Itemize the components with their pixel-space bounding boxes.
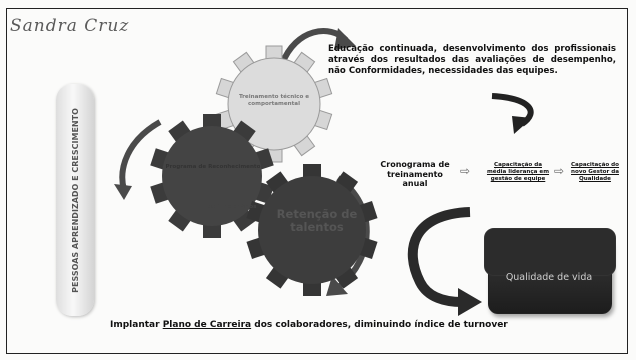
slide-frame [6,8,628,354]
flow-step-3: Capacitação do novo Gestor da Qualidade [570,162,620,182]
pillar-cylinder: PESSOAS APRENDIZADO E CRESCIMENTO [56,84,94,316]
flow-arrow-1: ⇨ [460,164,471,178]
flow-step-1: Cronograma de treinamento anual [380,160,450,188]
logo-signature: Sandra Cruz [10,16,130,36]
gear-bottom-label: Retenção de talentos [276,207,358,234]
arrow-big-curve [407,207,471,307]
arrow-right-head [326,276,348,296]
gear-left [150,114,274,238]
arrow-down-head [512,116,532,134]
flow-arrow-2: ⇨ [554,164,565,178]
gear-left-sublabel: de funcionários [207,204,257,210]
footer-prefix: Implantar [110,320,160,330]
gear-bottom [246,164,378,296]
gear-top [215,45,333,163]
gear-top-label: Treinamento técnico e comportamental [238,94,310,107]
quality-box-label: Qualidade de vida [505,272,593,283]
footer-text: Implantar Plano de Carreira dos colabora… [110,320,508,330]
description-text: Educação continuada, desenvolvimento dos… [328,44,616,76]
footer-link: Plano de Carreira [162,320,252,330]
arrow-left-curve [119,119,162,191]
quality-box-top [484,228,616,276]
gear-left-label: Programa de Reconhecimento [165,164,261,170]
arrow-big-head [458,288,482,316]
arrow-top-head [334,28,356,50]
arrow-left-head [114,184,132,200]
footer-suffix: dos colaboradores, diminuindo índice de … [254,320,508,330]
flow-step-2: Capacitação da média liderança em gestão… [486,162,550,182]
